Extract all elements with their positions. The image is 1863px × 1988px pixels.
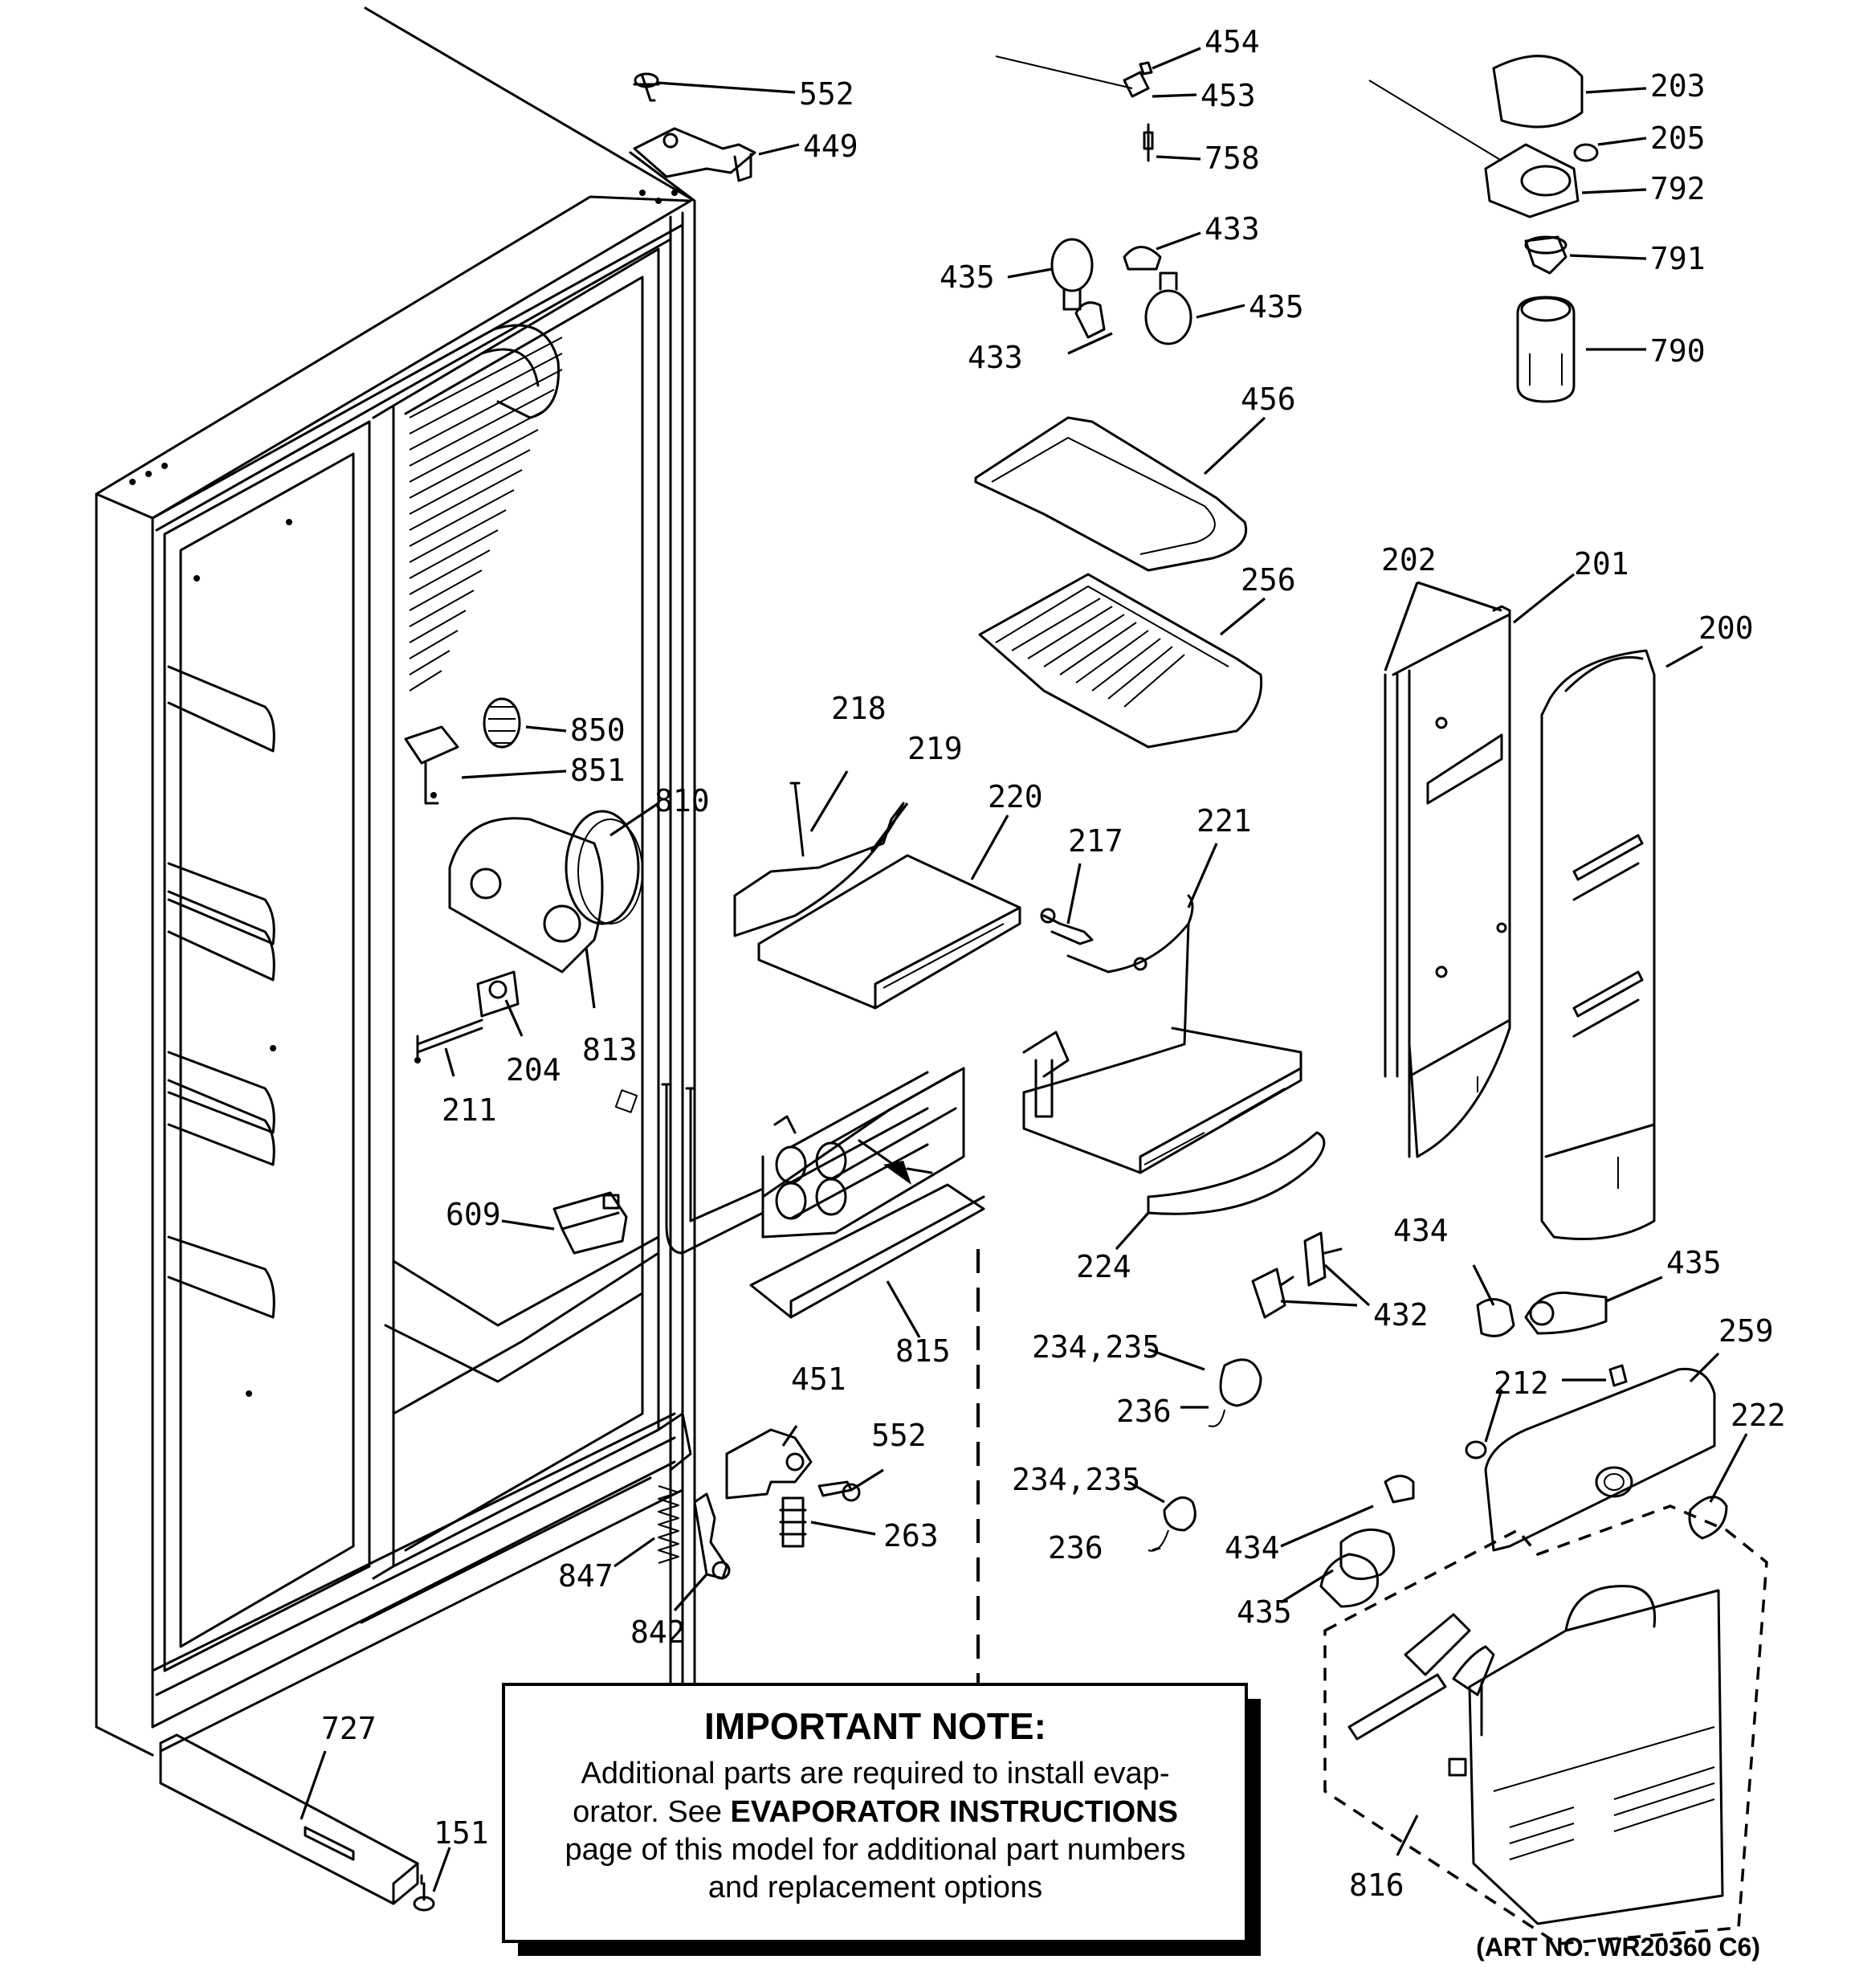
part-label-259: 259 <box>1718 1313 1774 1349</box>
part-label-434: 434 <box>1225 1530 1280 1565</box>
part-label-454: 454 <box>1205 24 1260 59</box>
part-label-234-235: 234,235 <box>1032 1329 1160 1365</box>
part-label-850: 850 <box>570 712 626 748</box>
part-label-810: 810 <box>654 783 710 818</box>
refrigerator-cabinet-drawing <box>95 6 696 1757</box>
part-label-451: 451 <box>791 1361 846 1397</box>
switch-609 <box>552 1191 628 1255</box>
note-line-4: and replacement options <box>708 1871 1042 1904</box>
part-label-433: 433 <box>1205 211 1260 247</box>
part-label-219: 219 <box>907 731 963 766</box>
top-hinge-part <box>633 72 756 182</box>
part-label-205: 205 <box>1650 120 1706 156</box>
part-label-609: 609 <box>446 1197 501 1232</box>
part-label-813: 813 <box>582 1032 638 1067</box>
part-label-220: 220 <box>988 779 1043 814</box>
part-label-217: 217 <box>1068 823 1123 859</box>
lower-hinge-and-spring-parts <box>658 1428 861 1580</box>
part-label-201: 201 <box>1574 546 1629 582</box>
part-label-236: 236 <box>1048 1530 1103 1565</box>
light-bulbs-and-sockets <box>995 55 1192 345</box>
part-label-435: 435 <box>1249 289 1304 325</box>
part-label-432: 432 <box>1373 1297 1429 1333</box>
note-title: IMPORTANT NOTE: <box>704 1705 1046 1747</box>
note-line-2-start: orator. See <box>573 1795 730 1829</box>
light-shield-frame <box>974 416 1247 572</box>
part-label-456: 456 <box>1241 382 1296 417</box>
part-label-552: 552 <box>871 1418 927 1453</box>
art-number: (ART NO. WR20360 C6) <box>1476 1933 1760 1961</box>
part-label-151: 151 <box>434 1815 489 1851</box>
part-label-851: 851 <box>570 753 626 788</box>
part-label-203: 203 <box>1650 68 1706 104</box>
part-label-221: 221 <box>1196 803 1252 839</box>
note-line-3: page of this model for additional part n… <box>565 1833 1185 1867</box>
duct-cover-assembly <box>1384 605 1656 1240</box>
part-label-434: 434 <box>1393 1213 1449 1248</box>
part-label-453: 453 <box>1201 78 1256 113</box>
part-label-212: 212 <box>1494 1365 1549 1401</box>
note-line-2: orator. See EVAPORATOR INSTRUCTIONS <box>573 1795 1178 1829</box>
note-line-1: Additional parts are required to install… <box>581 1757 1170 1790</box>
light-lens-shield <box>978 573 1263 749</box>
fan-cover-assembly <box>1319 1364 1768 1945</box>
part-label-815: 815 <box>895 1333 951 1369</box>
part-label-552: 552 <box>799 76 854 112</box>
leader-lines <box>300 47 1748 1892</box>
toe-grille <box>159 1733 435 1912</box>
part-label-727: 727 <box>321 1711 377 1746</box>
part-label-204: 204 <box>506 1052 561 1088</box>
part-label-211: 211 <box>442 1092 497 1128</box>
part-label-842: 842 <box>630 1614 686 1650</box>
part-label-433: 433 <box>968 340 1023 375</box>
part-label-790: 790 <box>1650 333 1706 369</box>
part-label-792: 792 <box>1650 171 1706 206</box>
part-label-435: 435 <box>1666 1245 1722 1280</box>
part-number-labels: 552 449 454 453 758 433 435 435 433 203 … <box>321 24 1786 1903</box>
evaporator-fan-parts <box>404 697 643 1058</box>
part-label-218: 218 <box>831 691 887 726</box>
part-label-234-235: 234,235 <box>1012 1462 1140 1497</box>
part-label-236: 236 <box>1116 1394 1172 1429</box>
part-label-435: 435 <box>940 259 995 295</box>
important-note-box: IMPORTANT NOTE: Additional parts are req… <box>502 1683 1261 1956</box>
part-label-435: 435 <box>1237 1594 1292 1630</box>
evaporator-coil <box>661 1067 985 1319</box>
part-label-224: 224 <box>1076 1249 1131 1284</box>
part-label-791: 791 <box>1650 241 1706 276</box>
water-filter-assembly <box>1368 55 1599 403</box>
part-label-200: 200 <box>1698 610 1754 646</box>
part-label-222: 222 <box>1731 1398 1786 1433</box>
part-label-758: 758 <box>1205 141 1260 176</box>
part-label-263: 263 <box>883 1518 939 1553</box>
part-label-256: 256 <box>1241 562 1296 598</box>
dispenser-parts <box>733 782 1326 1215</box>
part-label-202: 202 <box>1381 542 1437 578</box>
part-label-847: 847 <box>558 1558 614 1594</box>
evaporator-instructions-reference: EVAPORATOR INSTRUCTIONS <box>731 1795 1178 1829</box>
part-label-816: 816 <box>1349 1868 1404 1903</box>
part-label-449: 449 <box>803 129 858 164</box>
